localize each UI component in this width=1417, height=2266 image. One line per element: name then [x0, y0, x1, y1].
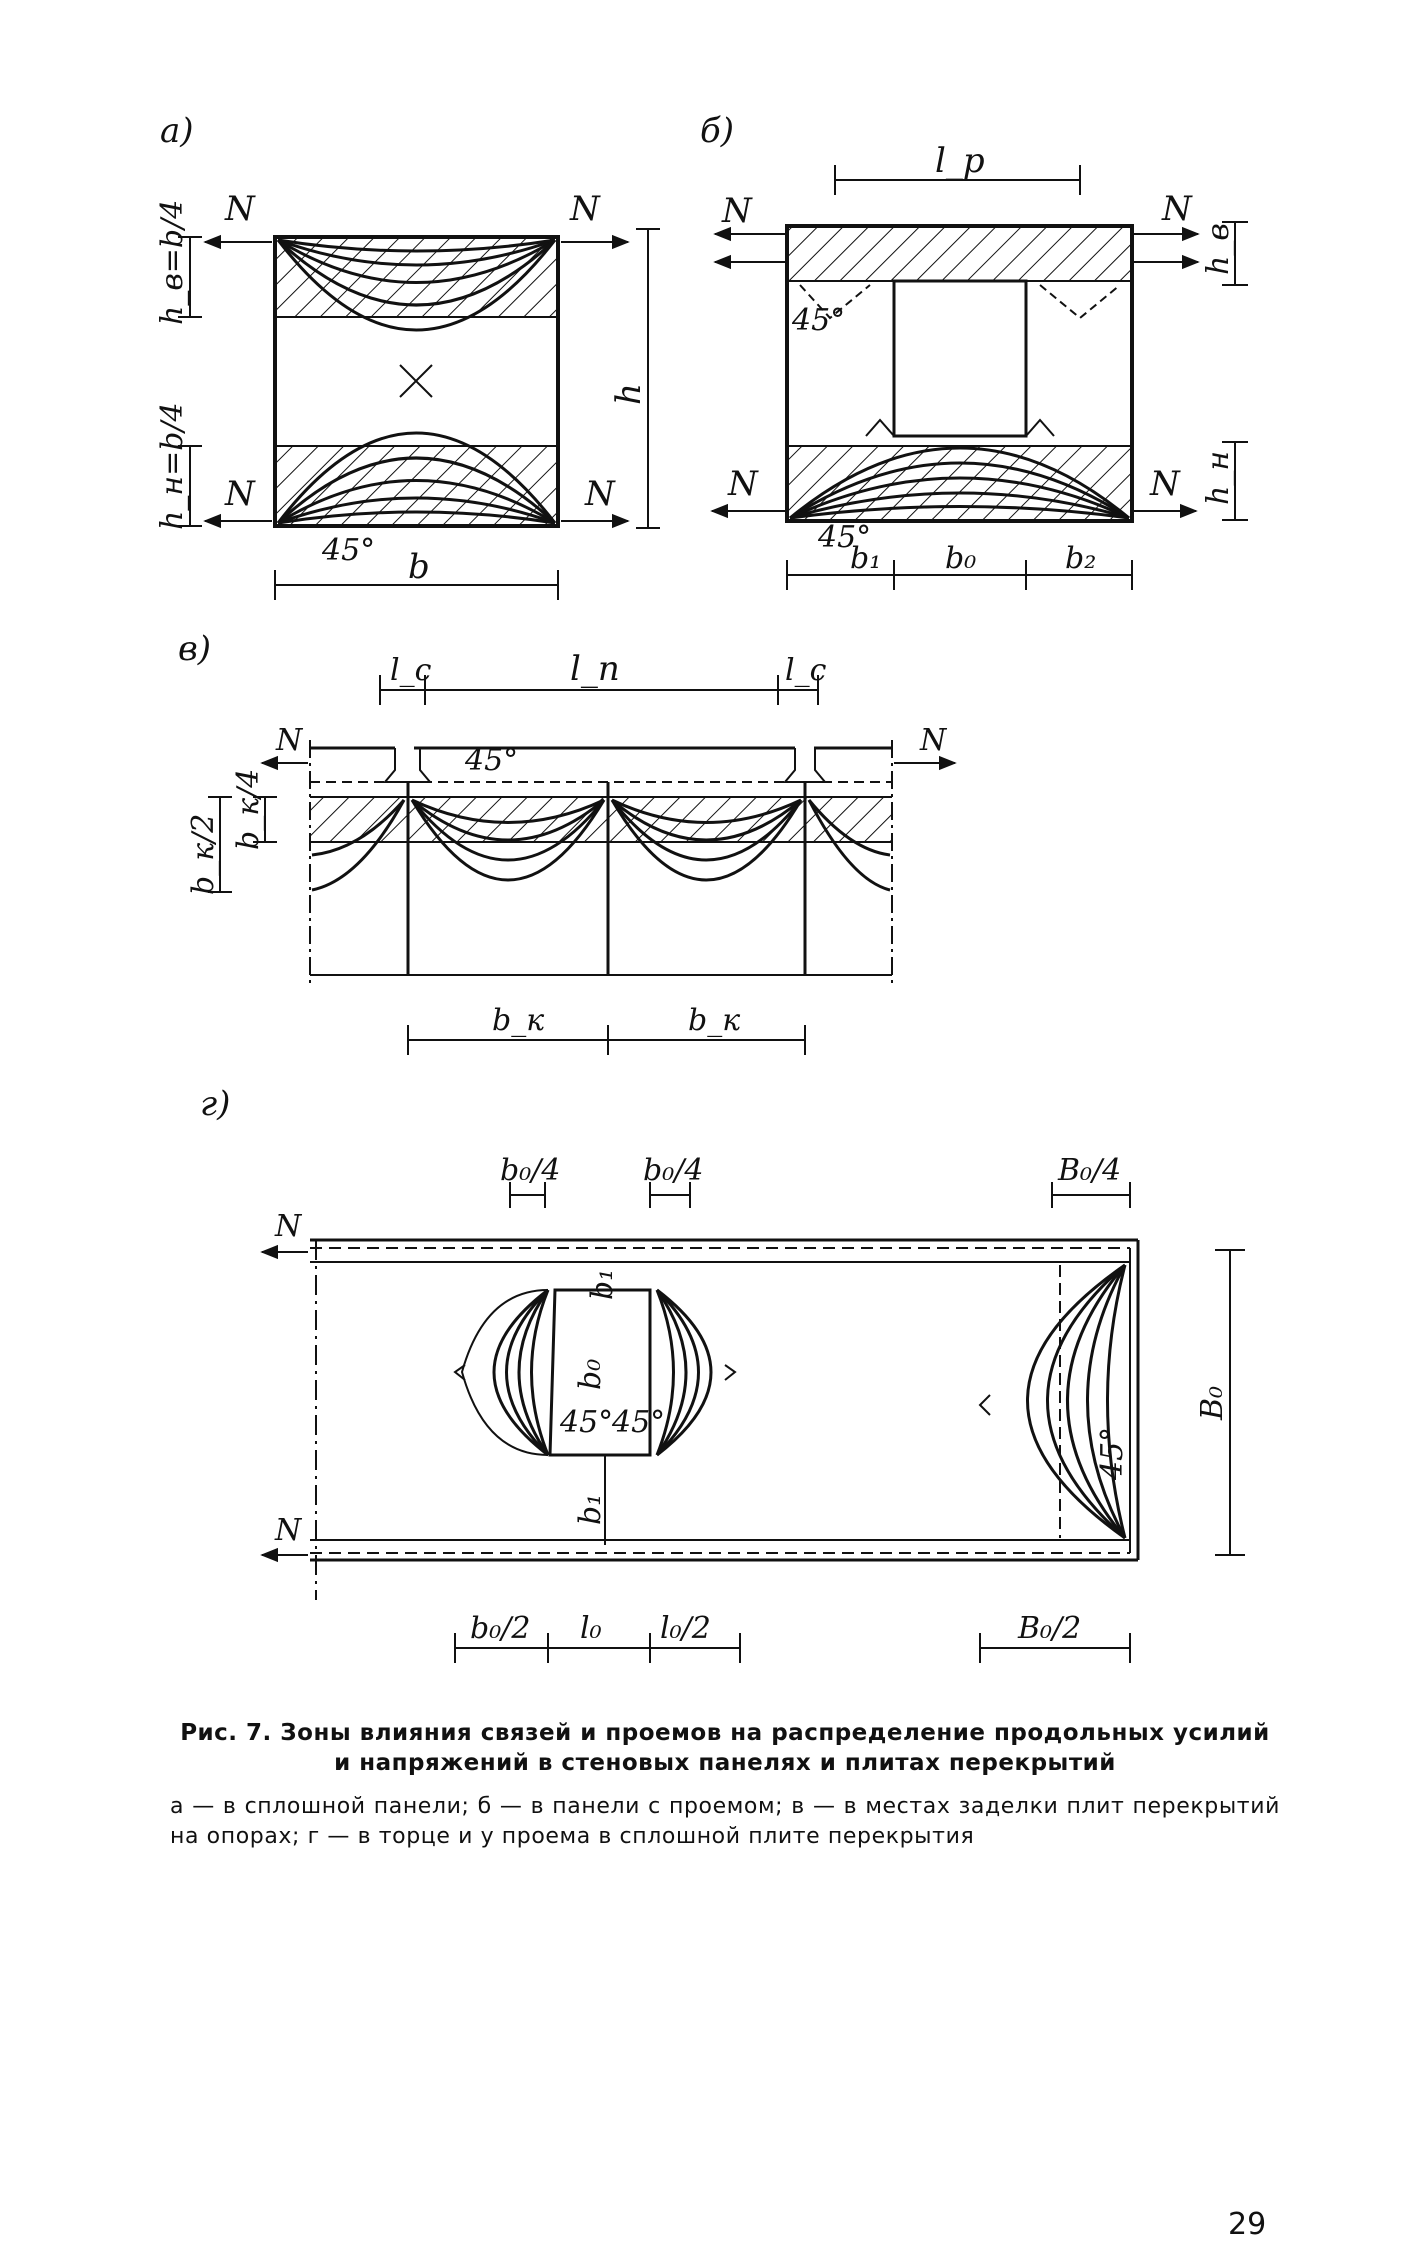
dim-label: l_c	[390, 653, 432, 688]
panel-label: г)	[200, 1084, 230, 1124]
dim-label: l_p	[935, 141, 985, 181]
dim-label: b	[408, 547, 430, 587]
caption-body: а — в сплошной панели; б — в панели с пр…	[170, 1794, 1280, 1849]
dim-label: h_в	[1201, 223, 1236, 275]
angle-label: 45°	[321, 533, 375, 568]
force-label: N	[224, 474, 256, 514]
dim-label: b_к	[492, 1003, 544, 1038]
panel-g: г) b₀/4 b₀/4 B₀/4	[200, 1084, 1245, 1663]
dim-label: l₀/2	[660, 1611, 711, 1646]
angle-label: 45°	[464, 743, 518, 778]
dim-label: h	[609, 383, 649, 405]
dim-label: b₀/4	[500, 1153, 560, 1188]
angle-label: 45°	[817, 520, 871, 555]
dim-label: B₀	[1195, 1386, 1230, 1421]
force-label: N	[275, 723, 304, 758]
dim-label: b₁	[573, 1494, 608, 1525]
force-label: N	[727, 464, 759, 504]
dim-label: h_в=b/4	[155, 200, 190, 325]
dim-label: b_к/4	[231, 769, 266, 850]
angle-label: 45°	[559, 1405, 613, 1440]
force-label: N	[274, 1209, 303, 1244]
dim-label: b₁	[585, 1269, 620, 1300]
force-label: N	[569, 189, 601, 229]
dim-label: b₀	[573, 1359, 608, 1390]
dim-label: B₀/2	[1017, 1611, 1081, 1646]
panel-b: б) N N N N l_p	[700, 111, 1248, 590]
figure-caption: Рис. 7. Зоны влияния связей и проемов на…	[170, 1718, 1280, 1852]
force-label: N	[919, 723, 948, 758]
panel-label: a)	[160, 111, 194, 151]
dim-label: b_к/2	[186, 814, 221, 895]
panel-label: в)	[178, 629, 211, 669]
caption-title: Рис. 7. Зоны влияния связей и проемов на…	[180, 1720, 1270, 1776]
page-number: 29	[1228, 2207, 1267, 2242]
dim-label: h_н	[1201, 451, 1236, 505]
panel-a: a) N N N N h_в=	[155, 111, 660, 600]
dim-label: h_н=b/4	[155, 402, 190, 530]
force-label: N	[1149, 464, 1181, 504]
dim-label: b₀/4	[643, 1153, 703, 1188]
force-label: N	[584, 474, 616, 514]
angle-label: 45°	[611, 1405, 665, 1440]
force-label: N	[1161, 189, 1193, 229]
angle-label: 45°	[1095, 1427, 1130, 1481]
dim-label: b₀/2	[470, 1611, 530, 1646]
force-label: N	[274, 1513, 303, 1548]
panel-v: в) l_c l_п l_c	[178, 629, 957, 1055]
force-label: N	[224, 189, 256, 229]
panel-label: б)	[700, 111, 734, 151]
dim-label: b₂	[1065, 541, 1096, 576]
dim-label: b₁	[850, 541, 881, 576]
dim-label: b₀	[945, 541, 976, 576]
figure-7-diagram: a) N N N N h_в=	[155, 111, 1248, 1663]
force-label: N	[721, 191, 753, 231]
dim-label: b_к	[688, 1003, 740, 1038]
angle-label: 45°	[791, 303, 845, 338]
dim-label: l_п	[570, 649, 620, 689]
dim-label: l₀	[580, 1611, 602, 1646]
dim-label: B₀/4	[1057, 1153, 1121, 1188]
dim-label: l_c	[785, 653, 827, 688]
